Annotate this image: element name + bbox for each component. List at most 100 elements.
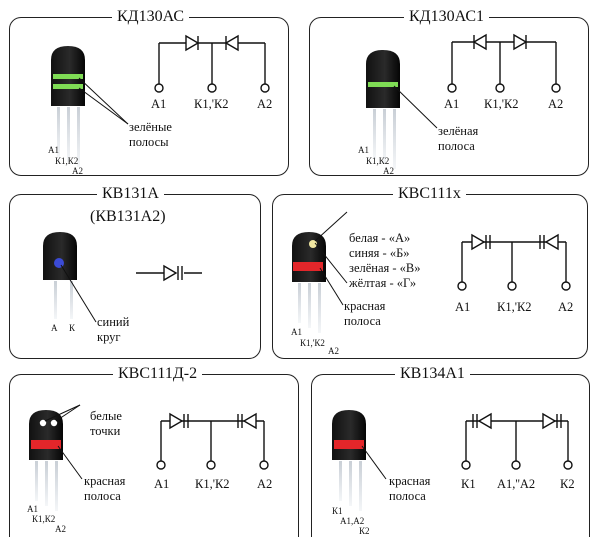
- pin-label: А2: [548, 97, 564, 111]
- leg-label: А2: [383, 166, 394, 176]
- diode-symbol: [224, 34, 239, 52]
- callout-lines: [78, 77, 129, 125]
- varicap-symbol: [169, 412, 184, 430]
- pin-terminal: [259, 460, 269, 470]
- transistor-kd130as: [51, 46, 85, 167]
- leg-label: К1,'К2: [300, 338, 325, 348]
- pin-terminal: [551, 83, 561, 93]
- leg-label: А1: [48, 145, 59, 155]
- leg-label: А1: [358, 145, 369, 155]
- circuit-kv134a1: [461, 412, 573, 470]
- callout-text: красная: [84, 474, 126, 488]
- green-stripe: [53, 74, 83, 79]
- pin-label: А1: [444, 97, 460, 111]
- diode-symbol: [185, 34, 200, 52]
- pin-label: К1,'К2: [194, 97, 229, 111]
- pin-label: К1,'К2: [195, 477, 230, 491]
- varicap-symbol: [242, 412, 257, 430]
- callout-lines: [314, 211, 348, 306]
- leg-label: К1,К2: [32, 514, 56, 524]
- transistor-kd130as1: [366, 50, 400, 169]
- white-dot-marker: [39, 419, 47, 427]
- leg-label: А1,А2: [340, 516, 365, 526]
- callout-text: полоса: [389, 489, 426, 503]
- circuit-kvs111d2: [156, 412, 269, 470]
- pin-terminal: [461, 460, 471, 470]
- leg-label: К2: [359, 526, 370, 536]
- callout-text: полоса: [438, 139, 475, 153]
- leg-label: А1: [27, 504, 38, 514]
- color-code-line: зелёная - «В»: [349, 261, 421, 275]
- pin-terminal: [563, 460, 573, 470]
- callout-line: [361, 445, 387, 480]
- leg-label: К1,К2: [55, 156, 79, 166]
- callout-text: красная: [389, 474, 431, 488]
- diode-symbol: [472, 33, 487, 51]
- varicap-symbol: [477, 412, 492, 430]
- circuit-kd130as: [154, 34, 270, 93]
- callout-lines: [44, 404, 83, 480]
- pin-label: К2: [560, 477, 575, 491]
- panel-title: КД130АС1: [404, 9, 490, 25]
- transistor-kv131a: [43, 232, 77, 319]
- pin-label: К1,'К2: [497, 300, 532, 314]
- pin-terminal: [447, 83, 457, 93]
- pin-terminal: [260, 83, 270, 93]
- white-dot-marker: [50, 419, 58, 427]
- leg-label: А1: [291, 327, 302, 337]
- transistor-kvs111d2: [29, 410, 63, 511]
- leg-label: А: [51, 323, 58, 333]
- callout-text: синий: [97, 315, 130, 329]
- pin-label: А2: [257, 477, 273, 491]
- pin-label: А1: [151, 97, 167, 111]
- pin-terminal: [561, 281, 571, 291]
- varicap-symbol: [544, 233, 559, 251]
- leg-label: А2: [55, 524, 66, 534]
- callout-line: [60, 264, 97, 323]
- pin-label: А2: [257, 97, 273, 111]
- pin-terminal: [495, 83, 505, 93]
- leg-label: К1,К2: [366, 156, 390, 166]
- pin-label: К1,'К2: [484, 97, 519, 111]
- red-stripe: [31, 440, 61, 449]
- callout-text: белые: [90, 409, 122, 423]
- circuit-kd130as1: [447, 33, 561, 93]
- transistor-kvs111x: [292, 232, 326, 333]
- pin-terminal: [207, 83, 217, 93]
- green-stripe: [368, 82, 398, 87]
- panel-title: КВС111Д-2: [113, 366, 203, 382]
- pin-terminal: [206, 460, 216, 470]
- pin-terminal: [457, 281, 467, 291]
- color-code-line: белая - «А»: [349, 231, 411, 245]
- panel-title: КД130АС: [112, 9, 190, 25]
- leg-label: А2: [328, 346, 339, 356]
- pin-label: К1: [461, 477, 476, 491]
- callout-text: полоса: [84, 489, 121, 503]
- callout-text: зелёная: [438, 124, 479, 138]
- callout-text: круг: [97, 330, 121, 344]
- varicap-symbol: [136, 264, 202, 282]
- panel-title: КВС111х: [393, 186, 466, 202]
- diode-symbol: [513, 33, 528, 51]
- leg-label: К1: [332, 506, 343, 516]
- pin-label: А2: [558, 300, 574, 314]
- transistor-kv134a1: [332, 410, 366, 511]
- pin-terminal: [156, 460, 166, 470]
- color-code-line: жёлтая - «Г»: [349, 276, 417, 290]
- panel-subtitle: (КВ131А2): [90, 208, 166, 225]
- panel-title: КВ131А: [97, 186, 164, 202]
- color-dot-marker: [309, 240, 317, 248]
- red-stripe: [334, 440, 364, 449]
- varicap-symbol: [471, 233, 486, 251]
- callout-text: красная: [344, 299, 386, 313]
- callout-text: точки: [90, 424, 121, 438]
- pin-terminal: [507, 281, 517, 291]
- leg-label: К: [69, 323, 76, 333]
- pin-label: А1: [154, 477, 170, 491]
- pin-label: А1,''А2: [497, 477, 536, 491]
- leg-label: А2: [72, 166, 83, 176]
- pin-label: А1: [455, 300, 471, 314]
- callout-text: полоса: [344, 314, 381, 328]
- pin-terminal: [154, 83, 164, 93]
